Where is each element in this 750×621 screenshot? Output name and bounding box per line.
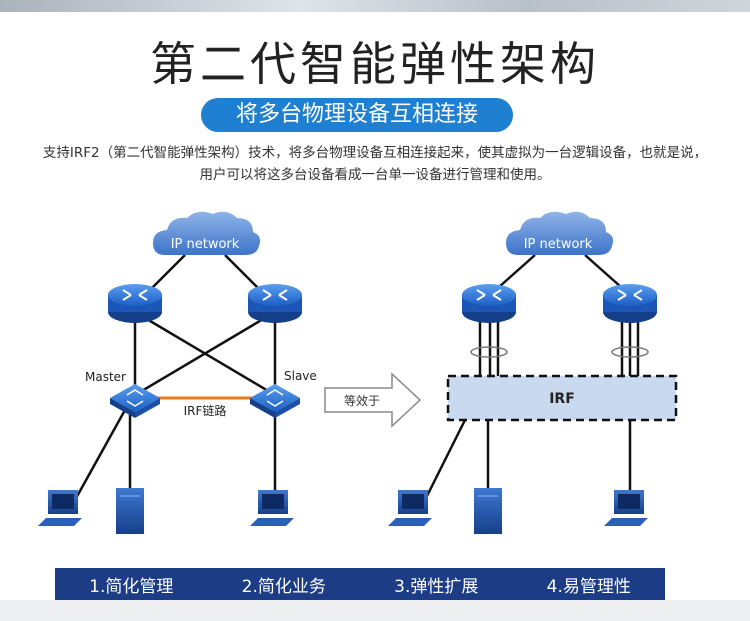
page-title: 第二代智能弹性架构 [150,37,600,91]
pc-left-1 [38,490,82,526]
irf-virtual-device: IRF [446,374,678,422]
footer-band [0,600,750,621]
router-left-2 [248,284,302,323]
equivalent-arrow: 等效于 [324,372,422,428]
router-right-2 [603,284,657,323]
router-left-1 [108,284,162,323]
link-aggregation-left [470,346,508,358]
switch-master [110,384,160,418]
cloud-right-label: IP network [524,237,593,252]
master-label: Master [85,370,126,384]
description-text: 支持IRF2（第二代智能弹性架构）技术，将多台物理设备互相连接起来，使其虚拟为一… [42,145,708,183]
feature-bar: 1.简化管理 2.简化业务 3.弹性扩展 4.易管理性 [55,568,665,600]
right-links [423,254,640,501]
cloud-left: IP network [153,211,261,255]
slave-label: Slave [284,369,317,383]
feature-item: 3.弹性扩展 [394,576,479,597]
switch-slave [250,384,300,418]
subtitle-pill: 将多台物理设备互相连接 [201,98,513,132]
irf-label: IRF [549,391,575,407]
irf-link-label: IRF链路 [184,403,227,418]
pc-left-2 [250,490,294,526]
feature-item: 1.简化管理 [89,576,174,597]
feature-item: 4.易管理性 [546,576,631,597]
equivalent-label: 等效于 [344,393,380,408]
link-aggregation-right [611,346,649,358]
pc-right-1 [388,490,432,526]
top-decor-bar [0,0,750,12]
server-left [116,488,144,534]
router-right-1 [462,284,516,323]
cloud-right: IP network [506,211,614,255]
server-right [474,488,502,534]
pc-right-2 [604,490,648,526]
feature-item: 2.简化业务 [241,576,326,597]
cloud-left-label: IP network [171,237,240,252]
irf-diagram: IP network Master Slave IRF链路 [38,211,678,534]
